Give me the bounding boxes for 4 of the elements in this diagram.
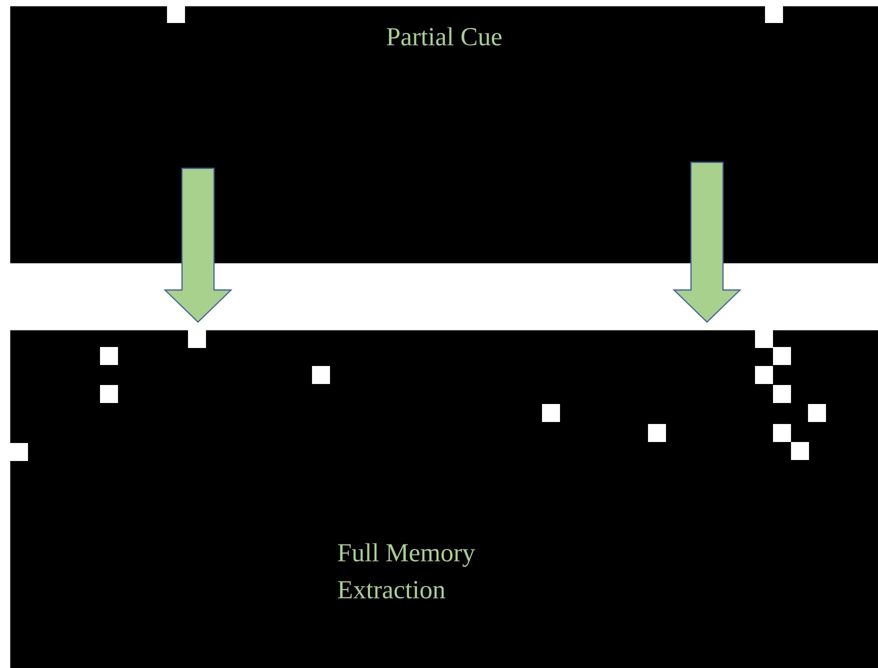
block-arrow xyxy=(164,168,232,323)
panel: Full Memory Extraction xyxy=(10,330,878,668)
panel: Partial Cue xyxy=(10,6,878,264)
block-arrow xyxy=(672,162,742,323)
